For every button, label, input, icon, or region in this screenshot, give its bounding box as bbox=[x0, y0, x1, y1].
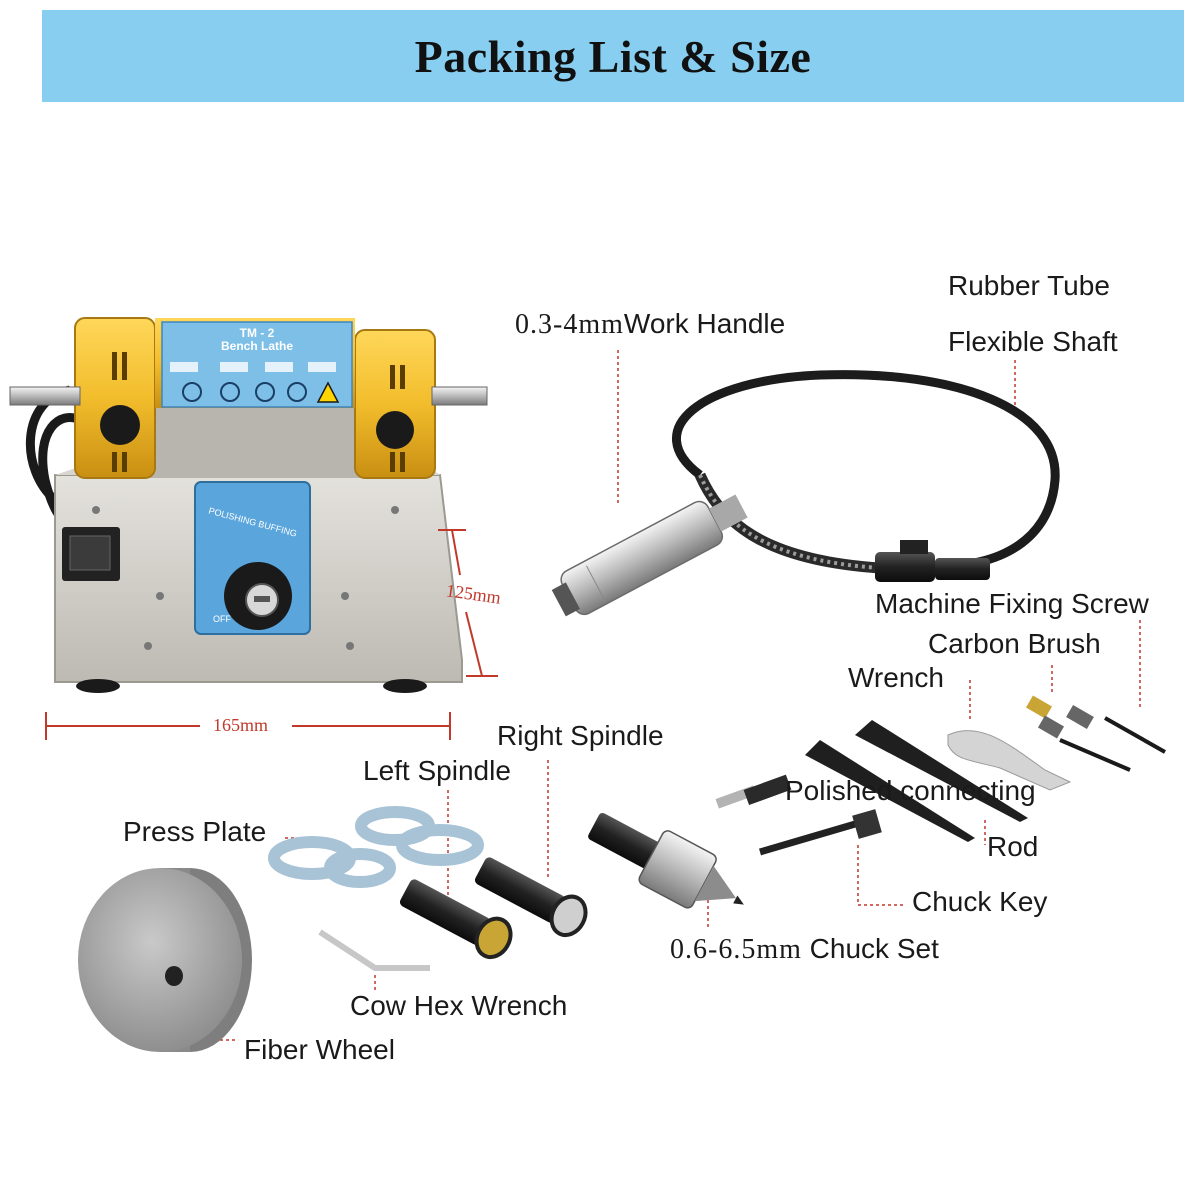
bench-lathe: POLISHING BUFFING OFF TM - 2 Bench Lathe bbox=[9, 317, 488, 693]
work-handle-label: 0.3-4mmWork Handle bbox=[515, 310, 785, 339]
work-handle-name: Work Handle bbox=[623, 308, 786, 339]
polished-connecting-label: Polished connecting bbox=[785, 775, 1036, 806]
warning-icon bbox=[316, 381, 340, 403]
right-spindle-label: Right Spindle bbox=[497, 720, 664, 751]
press-plate-label: Press Plate bbox=[123, 816, 267, 847]
rubber-tube-label: Rubber Tube bbox=[948, 270, 1110, 301]
fiber-wheel bbox=[78, 868, 252, 1052]
width-dimension-label: 165mm bbox=[213, 715, 269, 735]
plate-name: Bench Lathe bbox=[221, 339, 293, 353]
wrench-label: Wrench bbox=[848, 662, 944, 693]
rod-label: Rod bbox=[987, 831, 1039, 862]
left-spindle-shaft bbox=[9, 386, 81, 406]
press-plates bbox=[268, 806, 484, 888]
chuck-set-name: Chuck Set bbox=[801, 933, 939, 964]
left-spindle-label: Left Spindle bbox=[363, 755, 511, 786]
right-spindle-shaft bbox=[431, 386, 488, 406]
carbon-brushes-and-screws bbox=[1025, 695, 1166, 772]
machine-fixing-screw-label: Machine Fixing Screw bbox=[875, 588, 1149, 619]
hex-wrench bbox=[318, 929, 430, 971]
chuck-set bbox=[588, 812, 744, 909]
dimension-markers bbox=[45, 529, 498, 740]
flexible-shaft bbox=[672, 370, 1060, 582]
flexible-shaft-label: Flexible Shaft bbox=[948, 326, 1118, 357]
chuck-set-size: 0.6-6.5mm bbox=[670, 934, 802, 965]
dial-off-label: OFF bbox=[213, 614, 231, 624]
spanner-wrench bbox=[947, 730, 1072, 791]
chuck-set-label: 0.6-6.5mm Chuck Set bbox=[670, 935, 939, 964]
carbon-brush-label: Carbon Brush bbox=[928, 628, 1101, 659]
polishing-connecting-rods bbox=[715, 720, 1028, 842]
work-handle bbox=[551, 494, 748, 617]
shaft-connector bbox=[875, 552, 935, 582]
left-spindle-part bbox=[399, 879, 513, 960]
chuck-key bbox=[759, 809, 882, 856]
fiber-wheel-label: Fiber Wheel bbox=[244, 1034, 395, 1065]
page-title: Packing List & Size bbox=[414, 30, 812, 82]
plate-model: TM - 2 bbox=[240, 326, 275, 340]
chuck-key-label: Chuck Key bbox=[912, 886, 1048, 917]
right-spindle-part bbox=[474, 857, 588, 938]
cow-hex-wrench-label: Cow Hex Wrench bbox=[350, 990, 568, 1021]
work-handle-size: 0.3-4mm bbox=[515, 309, 624, 340]
title-banner: Packing List & Size bbox=[42, 10, 1184, 102]
